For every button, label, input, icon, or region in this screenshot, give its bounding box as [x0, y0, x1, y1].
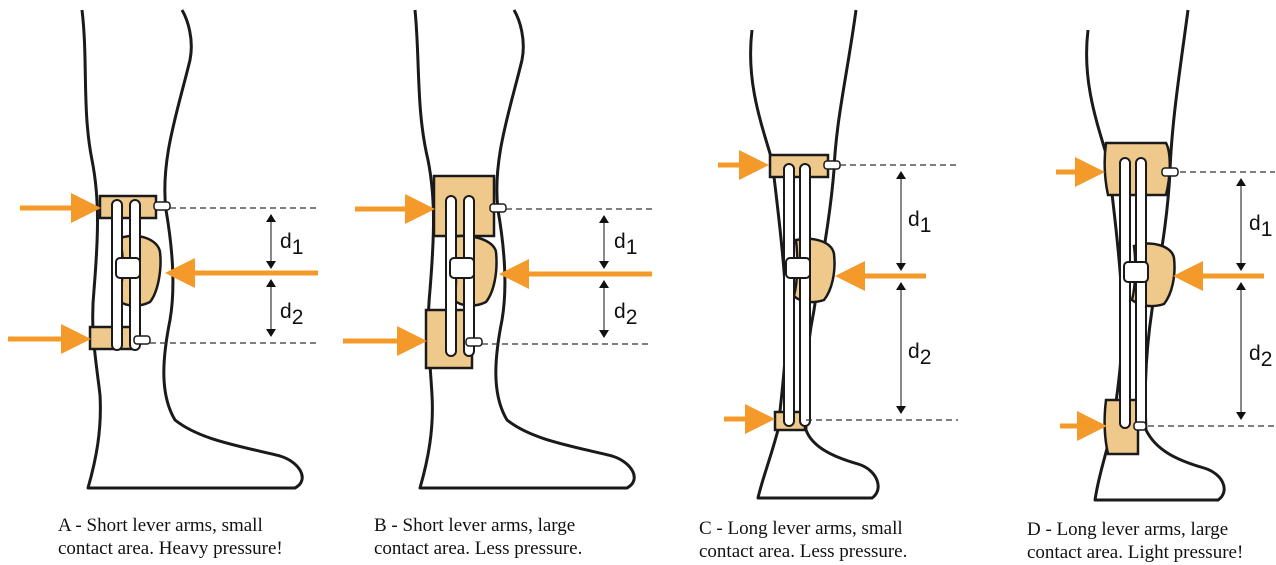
strap-buckle	[154, 202, 170, 210]
caption-line: contact area. Less pressure.	[374, 537, 582, 560]
strap-buckle	[490, 204, 506, 212]
orthosis-bar	[800, 164, 810, 426]
label-d2: d2	[1249, 342, 1272, 371]
orthosis-bar	[1120, 158, 1130, 428]
caption-c: C - Long lever arms, small contact area.…	[699, 517, 907, 563]
caption-line: A - Short lever arms, small	[58, 514, 283, 537]
strap-buckle	[824, 161, 840, 169]
knee-hinge	[1124, 262, 1148, 282]
label-d1: d1	[908, 208, 931, 237]
label-d2: d2	[908, 340, 931, 369]
caption-d: D - Long lever arms, large contact area.…	[1027, 518, 1243, 564]
upper-pad	[100, 196, 156, 218]
knee-hinge	[450, 258, 474, 278]
strap-buckle	[134, 336, 150, 344]
label-d1: d1	[280, 230, 303, 259]
panel-a: d1 d2	[8, 10, 320, 488]
caption-line: contact area. Light pressure!	[1027, 541, 1243, 564]
caption-line: D - Long lever arms, large	[1027, 518, 1243, 541]
strap-buckle	[466, 338, 482, 346]
panel-d: d1 d2	[1056, 10, 1275, 500]
label-d2: d2	[280, 300, 303, 329]
caption-line: contact area. Less pressure.	[699, 540, 907, 563]
orthosis-bar	[784, 164, 794, 426]
orthosis-bar	[1136, 158, 1146, 428]
caption-b: B - Short lever arms, large contact area…	[374, 514, 582, 560]
caption-line: B - Short lever arms, large	[374, 514, 582, 537]
knee-hinge	[786, 258, 810, 278]
panel-b: d1 d2	[343, 10, 652, 488]
knee-hinge	[116, 258, 140, 278]
label-d1: d1	[614, 230, 637, 259]
strap-buckle	[1134, 422, 1146, 430]
caption-a: A - Short lever arms, small contact area…	[58, 514, 283, 560]
panel-c: d1 d2	[718, 10, 958, 498]
label-d1: d1	[1249, 212, 1272, 241]
caption-line: contact area. Heavy pressure!	[58, 537, 283, 560]
label-d2: d2	[614, 300, 637, 329]
caption-line: C - Long lever arms, small	[699, 517, 907, 540]
strap-buckle	[1162, 168, 1178, 176]
